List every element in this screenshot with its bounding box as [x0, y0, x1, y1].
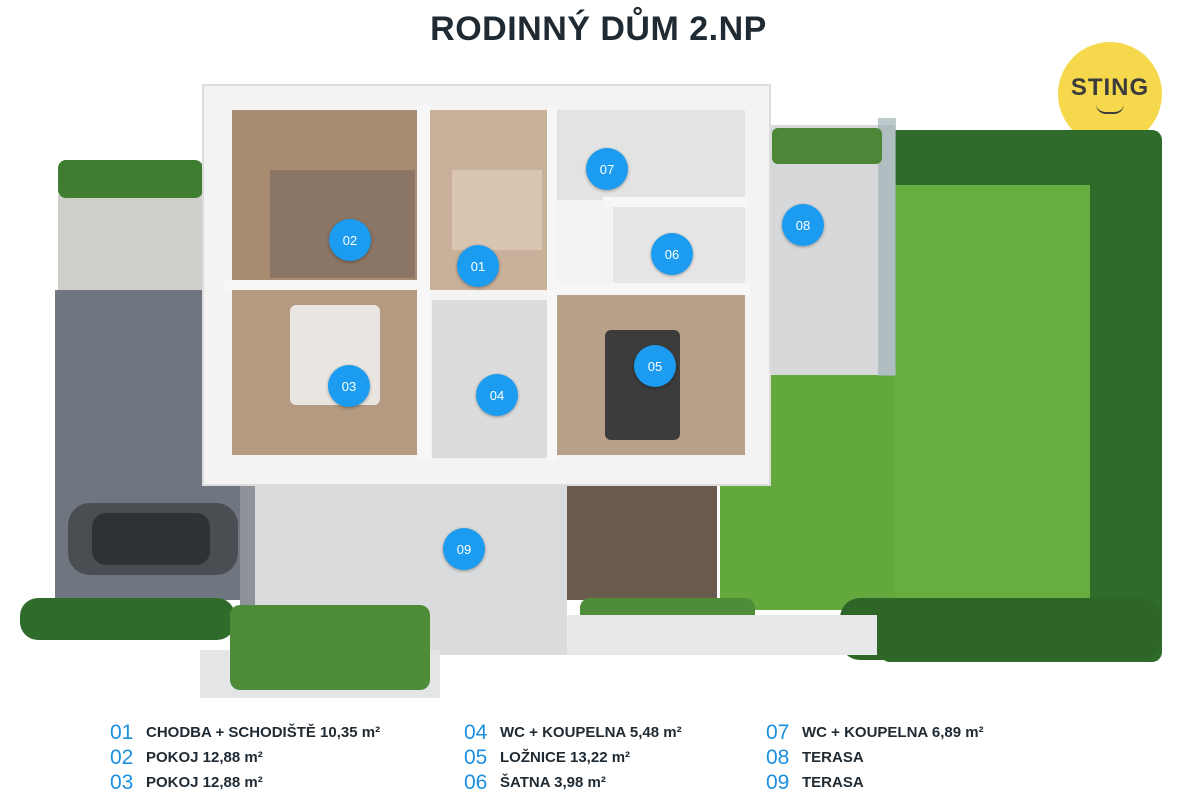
terrace-08-floor	[770, 125, 895, 375]
legend-number: 02	[110, 745, 134, 769]
marker-room-01: 01	[457, 245, 499, 287]
legend-number: 05	[464, 745, 488, 769]
legend-item: 03 POKOJ 12,88 m²	[110, 770, 380, 795]
legend-number: 01	[110, 720, 134, 744]
marker-room-09: 09	[443, 528, 485, 570]
legend-item: 04 WC + KOUPELNA 5,48 m²	[464, 720, 682, 745]
marker-room-02: 02	[329, 219, 371, 261]
wall	[547, 105, 557, 460]
legend-label: POKOJ 12,88 m²	[146, 749, 263, 766]
deck	[567, 480, 717, 600]
legend-item: 05 LOŽNICE 13,22 m²	[464, 745, 682, 770]
legend-number: 07	[766, 720, 790, 744]
left-hedge-top	[58, 160, 203, 198]
legend-item: 01 CHODBA + SCHODIŠTĚ 10,35 m²	[110, 720, 380, 745]
room-05-bed	[605, 330, 680, 440]
floor-plan	[20, 84, 1162, 698]
legend-label: WC + KOUPELNA 5,48 m²	[500, 724, 682, 741]
marker-room-08: 08	[782, 204, 824, 246]
legend-number: 04	[464, 720, 488, 744]
car-windshield	[92, 513, 210, 565]
legend-number: 09	[766, 770, 790, 794]
sting-logo: STING	[1058, 42, 1162, 146]
front-hedge-left	[20, 598, 235, 640]
legend-item: 06 ŠATNA 3,98 m²	[464, 770, 682, 795]
legend-item: 07 WC + KOUPELNA 6,89 m²	[766, 720, 984, 745]
marker-room-04: 04	[476, 374, 518, 416]
legend-number: 06	[464, 770, 488, 794]
terrace-08-glass	[878, 118, 896, 376]
legend-number: 08	[766, 745, 790, 769]
marker-room-06: 06	[651, 233, 693, 275]
legend-label: TERASA	[802, 749, 864, 766]
hedge-bottom	[840, 598, 1160, 660]
room-legend: 01 CHODBA + SCHODIŠTĚ 10,35 m² 02 POKOJ …	[110, 720, 1110, 795]
legend-column: 01 CHODBA + SCHODIŠTĚ 10,35 m² 02 POKOJ …	[110, 720, 380, 795]
front-slab	[567, 615, 877, 655]
legend-column: 07 WC + KOUPELNA 6,89 m² 08 TERASA 09 TE…	[766, 720, 984, 795]
legend-label: CHODBA + SCHODIŠTĚ 10,35 m²	[146, 724, 381, 741]
gravel-bed	[58, 195, 203, 290]
legend-label: WC + KOUPELNA 6,89 m²	[802, 724, 984, 741]
wall	[603, 197, 748, 207]
legend-label: POKOJ 12,88 m²	[146, 774, 263, 791]
marker-room-05: 05	[634, 345, 676, 387]
front-planter	[230, 605, 430, 690]
wall	[417, 105, 430, 460]
lawn-upper	[895, 185, 1090, 605]
terrace-08-planter	[772, 128, 882, 164]
page-title: RODINNÝ DŮM 2.NP	[430, 10, 767, 48]
wall	[555, 283, 750, 295]
legend-label: TERASA	[802, 774, 864, 791]
legend-label: LOŽNICE 13,22 m²	[500, 749, 631, 766]
legend-column: 04 WC + KOUPELNA 5,48 m² 05 LOŽNICE 13,2…	[464, 720, 682, 795]
room-07	[557, 110, 745, 200]
legend-number: 03	[110, 770, 134, 794]
marker-room-07: 07	[586, 148, 628, 190]
stairs	[452, 170, 542, 250]
marker-room-03: 03	[328, 365, 370, 407]
logo-smile-icon	[1096, 104, 1124, 114]
wall	[225, 280, 420, 290]
legend-label: ŠATNA 3,98 m²	[500, 774, 606, 791]
logo-text: STING	[1070, 74, 1150, 101]
legend-item: 08 TERASA	[766, 745, 984, 770]
legend-item: 09 TERASA	[766, 770, 984, 795]
legend-item: 02 POKOJ 12,88 m²	[110, 745, 380, 770]
